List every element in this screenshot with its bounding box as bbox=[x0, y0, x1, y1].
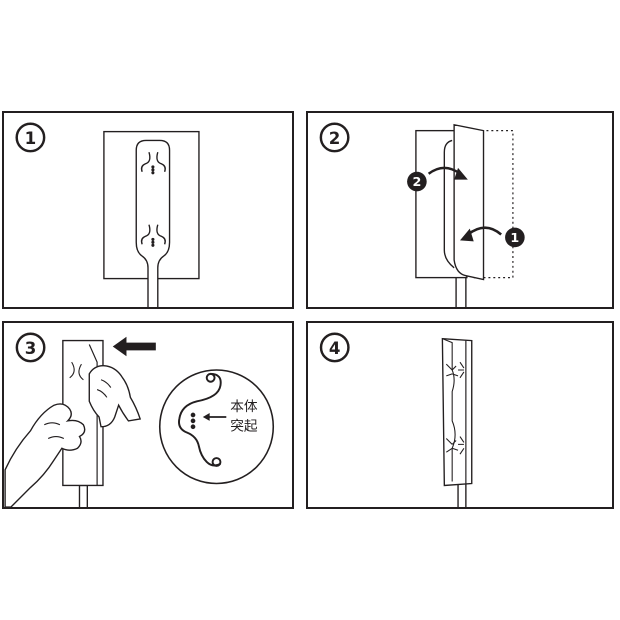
svg-text:2: 2 bbox=[412, 175, 421, 190]
step-number: 2 bbox=[329, 129, 341, 148]
step-number-badge: 1 bbox=[15, 122, 46, 153]
circled-number-icon bbox=[319, 122, 350, 153]
circled-number-icon bbox=[319, 332, 350, 363]
upper-hooks bbox=[140, 151, 166, 175]
magnified-hook bbox=[178, 372, 222, 467]
stick-body bbox=[135, 139, 171, 307]
hook-marks bbox=[69, 361, 84, 381]
lower-hooks bbox=[140, 224, 166, 247]
step-number-badge: 3 bbox=[15, 332, 46, 363]
step-1-illustration: 1 bbox=[15, 122, 200, 307]
left-arrow-icon bbox=[112, 336, 156, 357]
hand-icon bbox=[88, 365, 142, 428]
step-4-illustration: 4 bbox=[319, 332, 473, 507]
fold-line bbox=[88, 344, 98, 486]
step-number-badge: 4 bbox=[319, 332, 350, 363]
step-2-panel: 2 2 1 bbox=[306, 111, 614, 309]
circled-number-icon bbox=[15, 332, 46, 363]
folding-flap bbox=[453, 123, 485, 281]
hand-finger-lines bbox=[96, 379, 112, 398]
step-number: 3 bbox=[25, 339, 37, 358]
marker-1: 1 bbox=[505, 227, 525, 248]
callout-label-line2: 突起 bbox=[230, 419, 258, 435]
stick-handle bbox=[78, 484, 89, 507]
dotted-fold-outline bbox=[471, 130, 514, 279]
step-number: 1 bbox=[25, 129, 37, 148]
upper-hooks bbox=[445, 361, 465, 379]
step-1-panel: 1 bbox=[2, 111, 294, 309]
step-4-panel: 4 bbox=[306, 321, 614, 509]
magnifier-circle-icon bbox=[158, 369, 275, 485]
pointer-arrow-head bbox=[202, 413, 210, 421]
lower-hooks bbox=[445, 436, 465, 455]
hand-icon bbox=[4, 403, 86, 507]
stick-handle bbox=[455, 273, 467, 307]
stick-edge bbox=[443, 139, 455, 269]
step-number: 4 bbox=[329, 339, 341, 358]
step-number-badge: 2 bbox=[319, 122, 350, 153]
step-3-panel: 3 本体 突起 bbox=[2, 321, 294, 509]
arrow-head bbox=[460, 228, 474, 242]
step-3-illustration: 3 本体 突起 bbox=[4, 332, 275, 507]
arrow-head bbox=[454, 167, 468, 180]
circled-number-icon bbox=[15, 122, 46, 153]
hand-finger-lines bbox=[44, 422, 65, 439]
step-2-illustration: 2 2 1 bbox=[319, 122, 525, 307]
stick-handle bbox=[457, 482, 467, 507]
wrapped-paper bbox=[441, 337, 473, 487]
callout-label-line1: 本体 bbox=[230, 399, 258, 415]
svg-text:1: 1 bbox=[510, 231, 519, 246]
marker-2: 2 bbox=[407, 171, 427, 192]
